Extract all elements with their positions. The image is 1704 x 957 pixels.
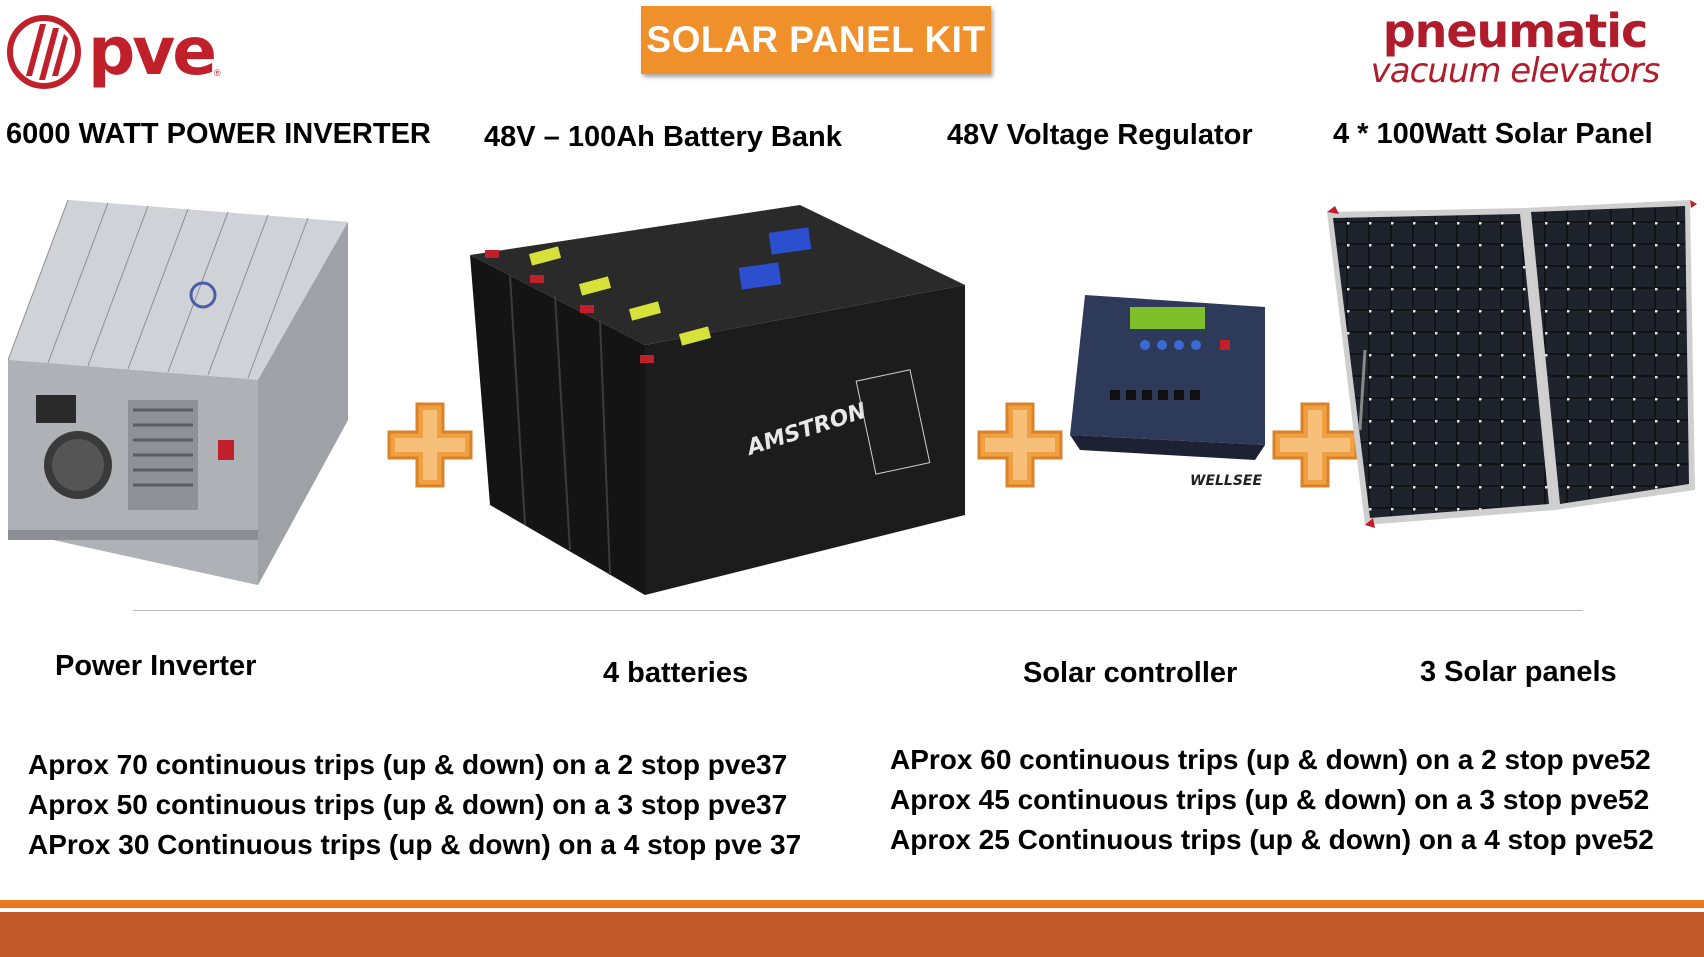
footer-band	[0, 912, 1704, 957]
pve-logo-text: pve	[88, 13, 217, 90]
pneumatic-logo: pneumatic vacuum elevators	[1345, 8, 1685, 88]
label-batteries: 4 batteries	[603, 657, 749, 689]
heading-inverter: 6000 WATT POWER INVERTER	[6, 118, 431, 150]
label-solar-panels: 3 Solar panels	[1420, 656, 1617, 688]
trip-line-right-2: Aprox 45 continuous trips (up & down) on…	[890, 784, 1650, 815]
pve-logo-icon	[7, 15, 81, 89]
controller-brand-label: WELLSEE	[1190, 473, 1262, 489]
pneumatic-logo-line1: pneumatic	[1382, 4, 1649, 58]
trip-line-left-3: AProx 30 Continuous trips (up & down) on…	[28, 829, 802, 860]
heading-regulator: 48V Voltage Regulator	[947, 119, 1253, 151]
heading-solar-panel: 4 * 100Watt Solar Panel	[1333, 118, 1653, 150]
solar-controller-image: WELLSEE	[1070, 295, 1265, 489]
title-banner: SOLAR PANEL KIT	[641, 6, 991, 74]
trip-line-left-2: Aprox 50 continuous trips (up & down) on…	[28, 789, 788, 820]
trip-line-right-1: AProx 60 continuous trips (up & down) on…	[890, 744, 1651, 775]
power-inverter-image	[8, 200, 348, 585]
trip-line-left-1: Aprox 70 continuous trips (up & down) on…	[28, 749, 788, 780]
heading-battery: 48V – 100Ah Battery Bank	[484, 121, 842, 153]
registered-mark: ®	[214, 68, 221, 78]
label-solar-controller: Solar controller	[1023, 657, 1238, 689]
plus-icon	[387, 402, 473, 488]
plus-icon	[977, 402, 1063, 488]
pve-logo: pve ®	[6, 12, 266, 92]
trip-line-right-3: Aprox 25 Continuous trips (up & down) on…	[890, 824, 1654, 855]
page-title: SOLAR PANEL KIT	[646, 19, 986, 60]
divider-line	[133, 610, 1583, 611]
pneumatic-logo-line2: vacuum elevators	[1370, 51, 1661, 91]
battery-bank-image: AMSTRON	[470, 205, 965, 595]
plus-icon	[1272, 402, 1358, 488]
footer-accent-line	[0, 900, 1704, 908]
solar-panel-image	[1327, 200, 1697, 528]
label-power-inverter: Power Inverter	[55, 650, 257, 682]
